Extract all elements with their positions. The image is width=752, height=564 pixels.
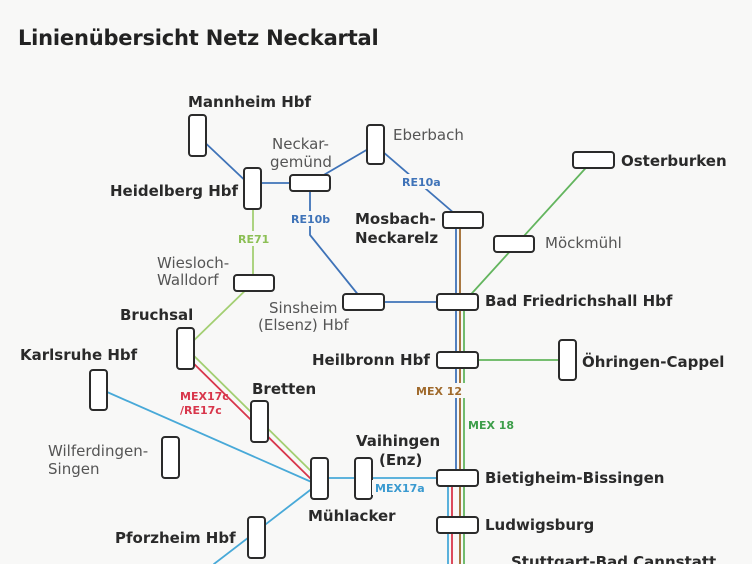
- station-marker-ludwigsburg[interactable]: [436, 516, 479, 534]
- station-label-stuttgart: Stuttgart-Bad Cannstatt: [511, 553, 716, 564]
- station-marker-mosbach[interactable]: [442, 211, 484, 229]
- station-marker-karlsruhe[interactable]: [89, 369, 108, 411]
- station-marker-heilbronn[interactable]: [436, 351, 479, 369]
- line-label-mex18: MEX 18: [468, 419, 514, 432]
- line-label-re71: RE71: [238, 233, 269, 246]
- station-label-pforzheim: Pforzheim Hbf: [115, 529, 236, 547]
- station-label-bietigheim: Bietigheim-Bissingen: [485, 469, 665, 487]
- station-label-mannheim: Mannheim Hbf: [188, 93, 312, 111]
- station-label-bruchsal: Bruchsal: [120, 306, 193, 324]
- station-marker-bietigheim[interactable]: [436, 469, 479, 487]
- station-label-ludwigsburg: Ludwigsburg: [485, 516, 594, 534]
- station-label-sinsheim-1: Sinsheim: [269, 299, 338, 317]
- station-label-neckargemuend-1: Neckar-: [272, 135, 329, 153]
- line-label-mex17a: MEX17a: [375, 482, 425, 495]
- station-label-karlsruhe: Karlsruhe Hbf: [20, 346, 138, 364]
- station-label-wiesloch-2: Walldorf: [157, 271, 219, 289]
- station-label-wilferdingen-2: Singen: [48, 460, 99, 478]
- station-marker-oehringen[interactable]: [558, 339, 577, 381]
- line-re10b-neckargemuend-sinsheim: [309, 182, 459, 303]
- station-label-sinsheim-2: (Elsenz) Hbf: [258, 316, 349, 334]
- line-osterburken-bad-friedrichshall: [463, 159, 594, 303]
- line-label-re10a: RE10a: [402, 176, 441, 189]
- page-title: Linienübersicht Netz Neckartal: [18, 26, 379, 50]
- station-marker-wilferdingen[interactable]: [161, 436, 180, 479]
- station-marker-bad-friedrichshall[interactable]: [436, 293, 479, 311]
- line-label-mex12: MEX 12: [416, 385, 462, 398]
- station-label-neckargemuend-2: gemünd: [270, 153, 332, 171]
- station-label-osterburken: Osterburken: [621, 152, 727, 170]
- station-marker-mannheim[interactable]: [188, 114, 207, 157]
- station-label-muehlacker: Mühlacker: [308, 507, 396, 525]
- station-marker-heidelberg[interactable]: [243, 167, 262, 210]
- station-marker-wiesloch[interactable]: [233, 274, 275, 292]
- station-label-mosbach-1: Mosbach-: [355, 210, 436, 228]
- station-label-oehringen: Öhringen-Cappel: [582, 352, 724, 371]
- station-label-vaihingen-2: (Enz): [379, 451, 422, 469]
- station-label-wilferdingen-1: Wilferdingen-: [48, 442, 148, 460]
- station-label-wiesloch-1: Wiesloch-: [157, 254, 229, 272]
- station-label-heidelberg: Heidelberg Hbf: [110, 182, 238, 200]
- station-label-moeckmuehl: Möckmühl: [545, 234, 622, 252]
- station-label-mosbach-2: Neckarelz: [355, 229, 438, 247]
- line-label-re17c: /RE17c: [180, 404, 222, 417]
- station-label-eberbach: Eberbach: [393, 126, 464, 144]
- station-marker-neckargemuend[interactable]: [289, 174, 331, 192]
- line-karlsruhe-muehlacker: [97, 387, 317, 485]
- station-label-vaihingen-1: Vaihingen: [356, 432, 440, 450]
- station-marker-bretten[interactable]: [250, 400, 269, 443]
- station-marker-vaihingen[interactable]: [354, 457, 373, 500]
- station-marker-bruchsal[interactable]: [176, 327, 195, 370]
- station-marker-pforzheim[interactable]: [247, 516, 266, 559]
- station-marker-eberbach[interactable]: [366, 124, 385, 165]
- line-label-re10b: RE10b: [291, 213, 330, 226]
- station-label-bad-friedrichshall: Bad Friedrichshall Hbf: [485, 292, 673, 310]
- station-marker-moeckmuehl[interactable]: [493, 235, 535, 253]
- station-marker-muehlacker[interactable]: [310, 457, 329, 500]
- line-wiesloch-bruchsal: [185, 282, 254, 349]
- line-label-mex17c: MEX17c: [180, 390, 229, 403]
- station-label-heilbronn: Heilbronn Hbf: [312, 351, 430, 369]
- line-mex17c-bruchsal-muehlacker: [181, 351, 317, 485]
- station-marker-sinsheim[interactable]: [342, 293, 385, 311]
- station-label-bretten: Bretten: [252, 380, 316, 398]
- station-marker-osterburken[interactable]: [572, 151, 615, 169]
